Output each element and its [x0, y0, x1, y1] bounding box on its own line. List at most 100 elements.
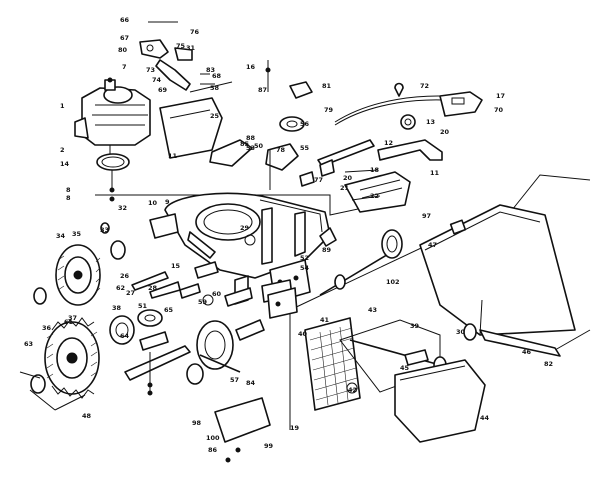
callout-78: 78	[276, 146, 286, 154]
cover-plate	[159, 81, 233, 159]
callout-11a: 11	[168, 152, 178, 160]
callout-22: 22	[370, 192, 379, 200]
center-top-parts	[209, 60, 375, 190]
callout-65: 65	[164, 306, 174, 314]
callout-74: 74	[152, 76, 162, 84]
callout-17: 17	[496, 92, 505, 100]
grass-catcher-bag	[419, 204, 576, 357]
callout-25: 25	[210, 112, 220, 120]
callout-81: 81	[322, 82, 332, 90]
part-number-callouts: 1 2 7 8 8 9 10 11 11 12 13 14 15 16 17 1…	[24, 16, 553, 454]
callout-47: 47	[428, 241, 437, 249]
callout-9: 9	[165, 198, 170, 206]
callout-79: 79	[324, 106, 334, 114]
callout-85: 85	[240, 140, 250, 148]
blade-adapter	[137, 309, 163, 327]
pulley	[279, 116, 305, 132]
callout-1: 1	[60, 102, 65, 110]
callout-48: 48	[82, 412, 92, 420]
callout-59: 59	[198, 298, 208, 306]
engine-pulley-ring	[96, 153, 130, 171]
upper-handle	[377, 139, 443, 161]
callout-84: 84	[246, 379, 256, 387]
callout-35: 35	[72, 230, 82, 238]
rear-drive-wheel	[19, 317, 100, 399]
callout-68: 68	[212, 72, 222, 80]
callout-56: 56	[300, 120, 310, 128]
wheel-gears	[100, 222, 135, 345]
cutting-blade	[124, 345, 191, 381]
callout-53: 53	[246, 144, 255, 152]
callout-57: 57	[230, 376, 239, 384]
callout-61: 61	[64, 318, 74, 326]
callout-60: 60	[212, 290, 222, 298]
callout-73: 73	[146, 66, 155, 74]
callout-88: 88	[246, 134, 256, 142]
callout-27: 27	[126, 289, 135, 297]
callout-20b: 20	[343, 174, 353, 182]
callout-37: 37	[68, 314, 77, 322]
drive-pulley	[196, 320, 241, 373]
callout-87: 87	[258, 86, 267, 94]
callout-13: 13	[426, 118, 435, 126]
callout-12: 12	[384, 139, 393, 147]
callout-39: 39	[410, 322, 420, 330]
callout-21: 21	[340, 184, 350, 192]
callout-67: 67	[120, 34, 129, 42]
callout-45: 45	[400, 364, 410, 372]
callout-54: 54	[300, 264, 310, 272]
callout-15: 15	[171, 262, 181, 270]
callout-40: 40	[298, 330, 308, 338]
callout-63: 63	[24, 340, 33, 348]
callout-51: 51	[138, 302, 148, 310]
callout-82: 82	[544, 360, 553, 368]
callout-36: 36	[42, 324, 52, 332]
callout-97: 97	[422, 212, 431, 220]
callout-18: 18	[370, 166, 380, 174]
callout-29: 29	[240, 224, 250, 232]
bag-rail	[479, 329, 561, 357]
callout-64: 64	[120, 332, 130, 340]
callout-11b: 11	[430, 169, 440, 177]
callout-38: 38	[112, 304, 122, 312]
callout-46: 46	[522, 348, 532, 356]
callout-86: 86	[208, 446, 218, 454]
center-linkage	[131, 261, 298, 341]
callout-76: 76	[190, 28, 200, 36]
callout-83: 83	[206, 66, 215, 74]
callout-16: 16	[246, 63, 256, 71]
handle-assembly	[334, 82, 483, 213]
callout-77: 77	[314, 176, 323, 184]
callout-43: 43	[368, 306, 377, 314]
callout-14: 14	[60, 160, 70, 168]
callout-31: 31	[186, 44, 196, 52]
callout-33: 33	[100, 226, 109, 234]
callout-7: 7	[122, 63, 127, 71]
engine-assembly	[74, 77, 151, 202]
callout-70: 70	[494, 106, 504, 114]
callout-44: 44	[480, 414, 490, 422]
callout-10: 10	[148, 199, 158, 207]
callout-99: 99	[264, 442, 274, 450]
catcher-bag-body	[394, 359, 486, 443]
callout-26: 26	[120, 272, 130, 280]
callout-66: 66	[120, 16, 130, 24]
callout-62: 62	[116, 284, 125, 292]
callout-32: 32	[118, 204, 127, 212]
axle-hub	[381, 229, 403, 259]
callout-34: 34	[56, 232, 66, 240]
callout-19: 19	[290, 424, 300, 432]
callout-80: 80	[118, 46, 128, 54]
callout-20a: 20	[440, 128, 450, 136]
callout-52: 52	[300, 254, 309, 262]
callout-55: 55	[300, 144, 310, 152]
callout-75: 75	[176, 42, 186, 50]
callout-69: 69	[158, 86, 168, 94]
callout-2: 2	[60, 146, 65, 154]
front-drive-wheel	[33, 244, 101, 306]
blade-assembly	[124, 309, 204, 396]
callout-8b: 8	[66, 194, 71, 202]
throttle-linkage	[139, 21, 215, 91]
callout-58: 58	[210, 84, 220, 92]
